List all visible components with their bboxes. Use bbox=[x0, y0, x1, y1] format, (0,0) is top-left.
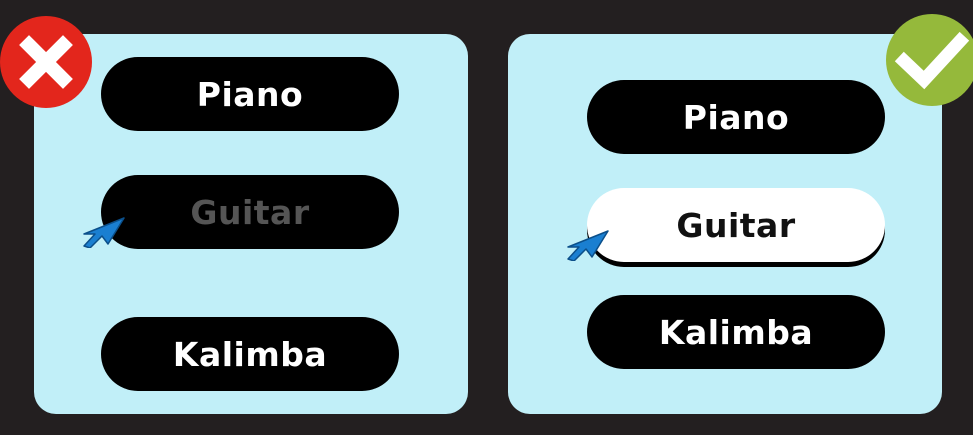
left-pointer-arrow-icon bbox=[80, 216, 126, 248]
check-icon bbox=[886, 14, 973, 106]
left-option-guitar-button[interactable]: Guitar bbox=[101, 175, 399, 249]
right-option-piano-button[interactable]: Piano bbox=[587, 80, 885, 154]
left-option-kalimba-button[interactable]: Kalimba bbox=[101, 317, 399, 391]
right-option-guitar-button[interactable]: Guitar bbox=[587, 188, 885, 262]
right-option-kalimba-button[interactable]: Kalimba bbox=[587, 295, 885, 369]
left-option-piano-button[interactable]: Piano bbox=[101, 57, 399, 131]
cross-icon bbox=[0, 16, 92, 108]
right-pointer-arrow-icon bbox=[564, 229, 610, 261]
